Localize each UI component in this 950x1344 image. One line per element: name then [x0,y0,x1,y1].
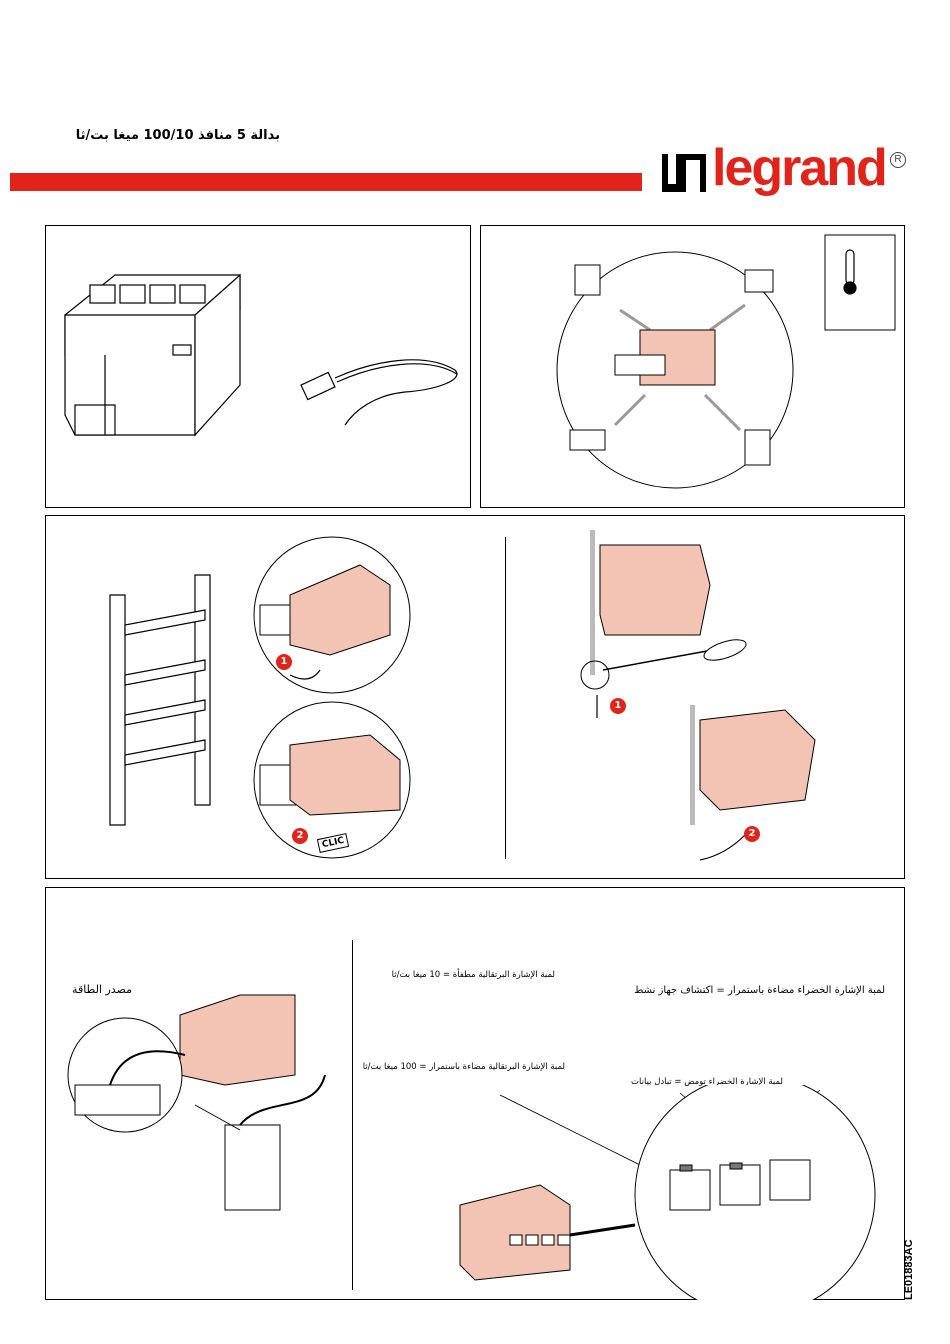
header-red-bar [10,173,642,191]
document-code: LE01883AC [903,1239,915,1300]
mount-step2-marker: 2 [292,828,308,844]
power-supply-illustration [65,975,350,1230]
brand-logo-text: legrand [712,138,886,198]
temperature-box [825,235,895,330]
power-leds-divider [352,940,353,1290]
panel-divider [505,537,506,859]
network-topology-diagram [490,230,900,502]
remove-step1-marker: 1 [610,698,626,714]
orange-led-on-text: لمبة الإشارة البرتقالية مضاءة باستمرار =… [355,1062,565,1072]
power-cable-illustration [295,350,470,430]
removal-step1-illustration [575,520,760,720]
mounting-frame-illustration [95,565,245,840]
legrand-logo-icon [660,150,710,196]
mount-step1-marker: 1 [276,654,292,670]
led-callout-illustration [440,1085,905,1300]
removal-step2-illustration [685,700,825,870]
orange-led-off-text: لمبة الإشارة البرتقالية مطفأة = 10 ميغا … [355,970,555,980]
thermometer-icon [844,250,856,294]
remove-step2-marker: 2 [744,826,760,842]
mount-step1-zoom [250,535,415,695]
switch-device-illustration [55,265,255,445]
green-led-on-text: لمبة الإشارة الخضراء مضاءة باستمرار = اك… [600,985,885,996]
registered-mark: R [890,152,906,168]
page-title: بدالة 5 منافذ 100/10 ميغا بت/ثا [40,128,280,143]
